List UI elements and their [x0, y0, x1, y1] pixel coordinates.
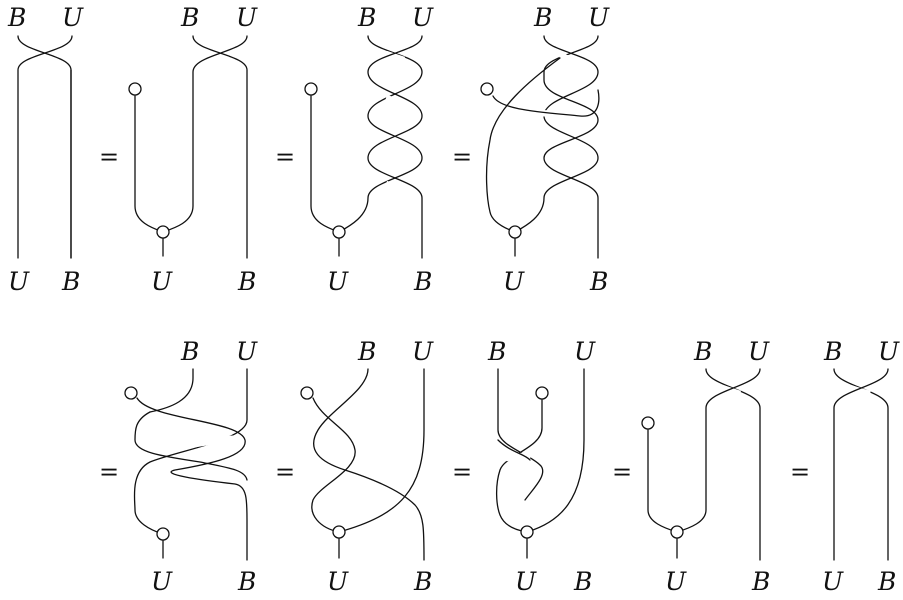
diagram-8: B U U B [641, 337, 770, 596]
unit-node [480, 82, 494, 96]
label-top-b: B [357, 337, 376, 366]
strand-b [367, 35, 423, 259]
strand-u [162, 35, 248, 233]
equals-sign: = [790, 458, 810, 486]
label-bottom-b: B [413, 567, 432, 596]
label-bottom-b: B [413, 267, 432, 296]
label-bottom-b: B [751, 567, 770, 596]
multiplication-node [508, 225, 522, 239]
label-top-b: B [693, 337, 712, 366]
equals-sign: = [275, 143, 295, 171]
label-top-b: B [487, 337, 506, 366]
label-bottom-b: B [237, 567, 256, 596]
label-top-u: U [412, 337, 434, 366]
unit-node [300, 386, 314, 400]
multiplication-node [156, 225, 170, 239]
unit-strand [310, 95, 340, 233]
label-bottom-u: U [151, 567, 173, 596]
label-top-u: U [588, 3, 610, 32]
crossing-strand [134, 411, 248, 481]
strand-b [192, 35, 248, 259]
label-top-u: U [412, 3, 434, 32]
unit-node [304, 82, 318, 96]
label-bottom-u: U [665, 567, 687, 596]
equals-sign: = [99, 458, 119, 486]
diagram-5: B U U B [124, 337, 258, 596]
diagram-6: B U U B [300, 337, 434, 596]
unit-node [535, 386, 549, 400]
strand-b-partial [497, 368, 544, 501]
unit-loop [492, 89, 600, 117]
strand-b [17, 35, 72, 259]
label-top-b: B [823, 337, 842, 366]
diagram-2: B U U B [128, 3, 258, 296]
label-top-b: B [180, 3, 199, 32]
unit-strand [311, 397, 356, 533]
unit-strand [485, 57, 561, 233]
strand-b [136, 397, 248, 561]
multiplication-node [156, 527, 170, 541]
strand-b [543, 35, 599, 259]
label-bottom-b: B [573, 567, 592, 596]
label-bottom-b: B [589, 267, 608, 296]
label-bottom-b: B [61, 267, 80, 296]
unit-node [641, 416, 655, 430]
equals-sign: = [275, 458, 295, 486]
equals-sign: = [452, 458, 472, 486]
diagram-1: B U U B [7, 3, 84, 296]
label-bottom-u: U [503, 267, 525, 296]
label-top-b: B [357, 3, 376, 32]
unit-strand [647, 429, 678, 533]
label-bottom-b: B [877, 567, 896, 596]
equals-sign: = [612, 458, 632, 486]
multiplication-node [332, 225, 346, 239]
unit-node [124, 386, 138, 400]
label-top-u: U [236, 3, 258, 32]
diagram-7: B U U B [487, 337, 596, 596]
strand-u [338, 368, 425, 533]
unit-node [128, 82, 142, 96]
diagram-9: B U U B [822, 337, 900, 596]
strand-b-top [149, 368, 194, 413]
strand-u [833, 368, 889, 561]
multiplication-node [332, 525, 346, 539]
label-top-u: U [236, 337, 258, 366]
strand-b [313, 368, 425, 561]
label-top-u: U [574, 337, 596, 366]
label-bottom-u: U [327, 567, 349, 596]
label-top-u: U [878, 337, 900, 366]
label-bottom-u: U [822, 567, 844, 596]
strand-u [338, 35, 423, 233]
label-top-b: B [7, 3, 26, 32]
equals-sign: = [452, 143, 472, 171]
label-bottom-u: U [8, 267, 30, 296]
unit-strand [495, 399, 543, 533]
label-bottom-b: B [237, 267, 256, 296]
label-bottom-u: U [515, 567, 537, 596]
label-top-u: U [62, 3, 84, 32]
label-bottom-u: U [327, 267, 349, 296]
multiplication-node [520, 525, 534, 539]
diagram-4: B U U B [480, 3, 610, 296]
label-top-b: B [180, 337, 199, 366]
strand-u [526, 368, 585, 533]
strand-u [133, 368, 248, 535]
label-bottom-u: U [151, 267, 173, 296]
diagram-3: B U U B [304, 3, 434, 296]
label-top-u: U [748, 337, 770, 366]
strand-u [17, 35, 73, 259]
equals-sign: = [99, 143, 119, 171]
strand-u [514, 35, 599, 233]
unit-strand [134, 95, 164, 233]
multiplication-node [670, 525, 684, 539]
strand-u [676, 368, 761, 533]
label-top-b: B [533, 3, 552, 32]
